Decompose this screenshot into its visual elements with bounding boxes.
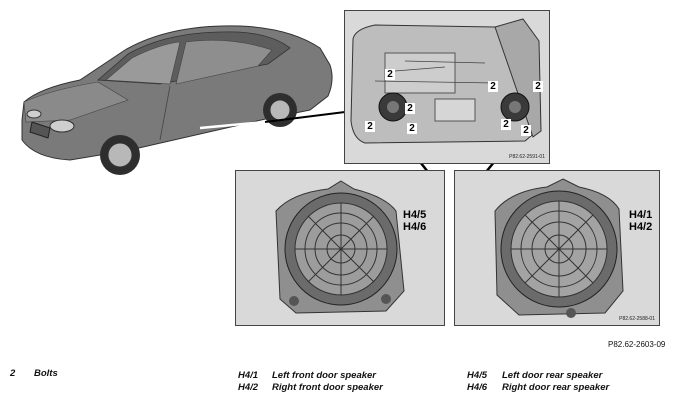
right-speaker-detail: H4/1 H4/2 P82.62-2588-01 <box>454 170 660 326</box>
legend-code-bolts: 2 <box>10 368 16 379</box>
callout-h4-2: H4/2 <box>629 221 653 233</box>
legend-code-h4-6: H4/6 <box>467 382 488 393</box>
callout-bolt-7: 2 <box>501 119 511 130</box>
car-illustration <box>10 10 350 185</box>
figure-ref-door-panel: P82.62-2591-01 <box>509 154 545 160</box>
figure-ref: P82.62-2603-09 <box>608 340 666 349</box>
figure-ref-right-speaker: P82.62-2588-01 <box>619 316 655 322</box>
legend-code-h4-1: H4/1 <box>238 370 259 381</box>
legend-label-h4-5: Left door rear speaker <box>502 370 603 381</box>
callout-bolt-8: 2 <box>521 125 531 136</box>
callout-h4-6: H4/6 <box>403 221 427 233</box>
left-speaker-detail: H4/5 H4/6 <box>235 170 445 326</box>
callout-h4-5: H4/5 <box>403 209 427 221</box>
legend-label-bolts: Bolts <box>34 368 58 379</box>
legend-label-h4-6: Right door rear speaker <box>502 382 610 393</box>
callout-bolt-5: 2 <box>488 81 498 92</box>
callout-bolt-3: 2 <box>365 121 375 132</box>
legend-label-h4-2: Right front door speaker <box>272 382 383 393</box>
callout-bolt-1: 2 <box>385 69 395 80</box>
callout-bolt-2: 2 <box>405 103 415 114</box>
legend-code-h4-2: H4/2 <box>238 382 259 393</box>
legend-code-h4-5: H4/5 <box>467 370 488 381</box>
callout-bolt-6: 2 <box>533 81 543 92</box>
door-panel-detail: 2 2 2 2 2 2 2 2 P82.62-2591-01 <box>344 10 550 164</box>
callout-h4-1: H4/1 <box>629 209 653 221</box>
callout-bolt-4: 2 <box>407 123 417 134</box>
legend-label-h4-1: Left front door speaker <box>272 370 376 381</box>
